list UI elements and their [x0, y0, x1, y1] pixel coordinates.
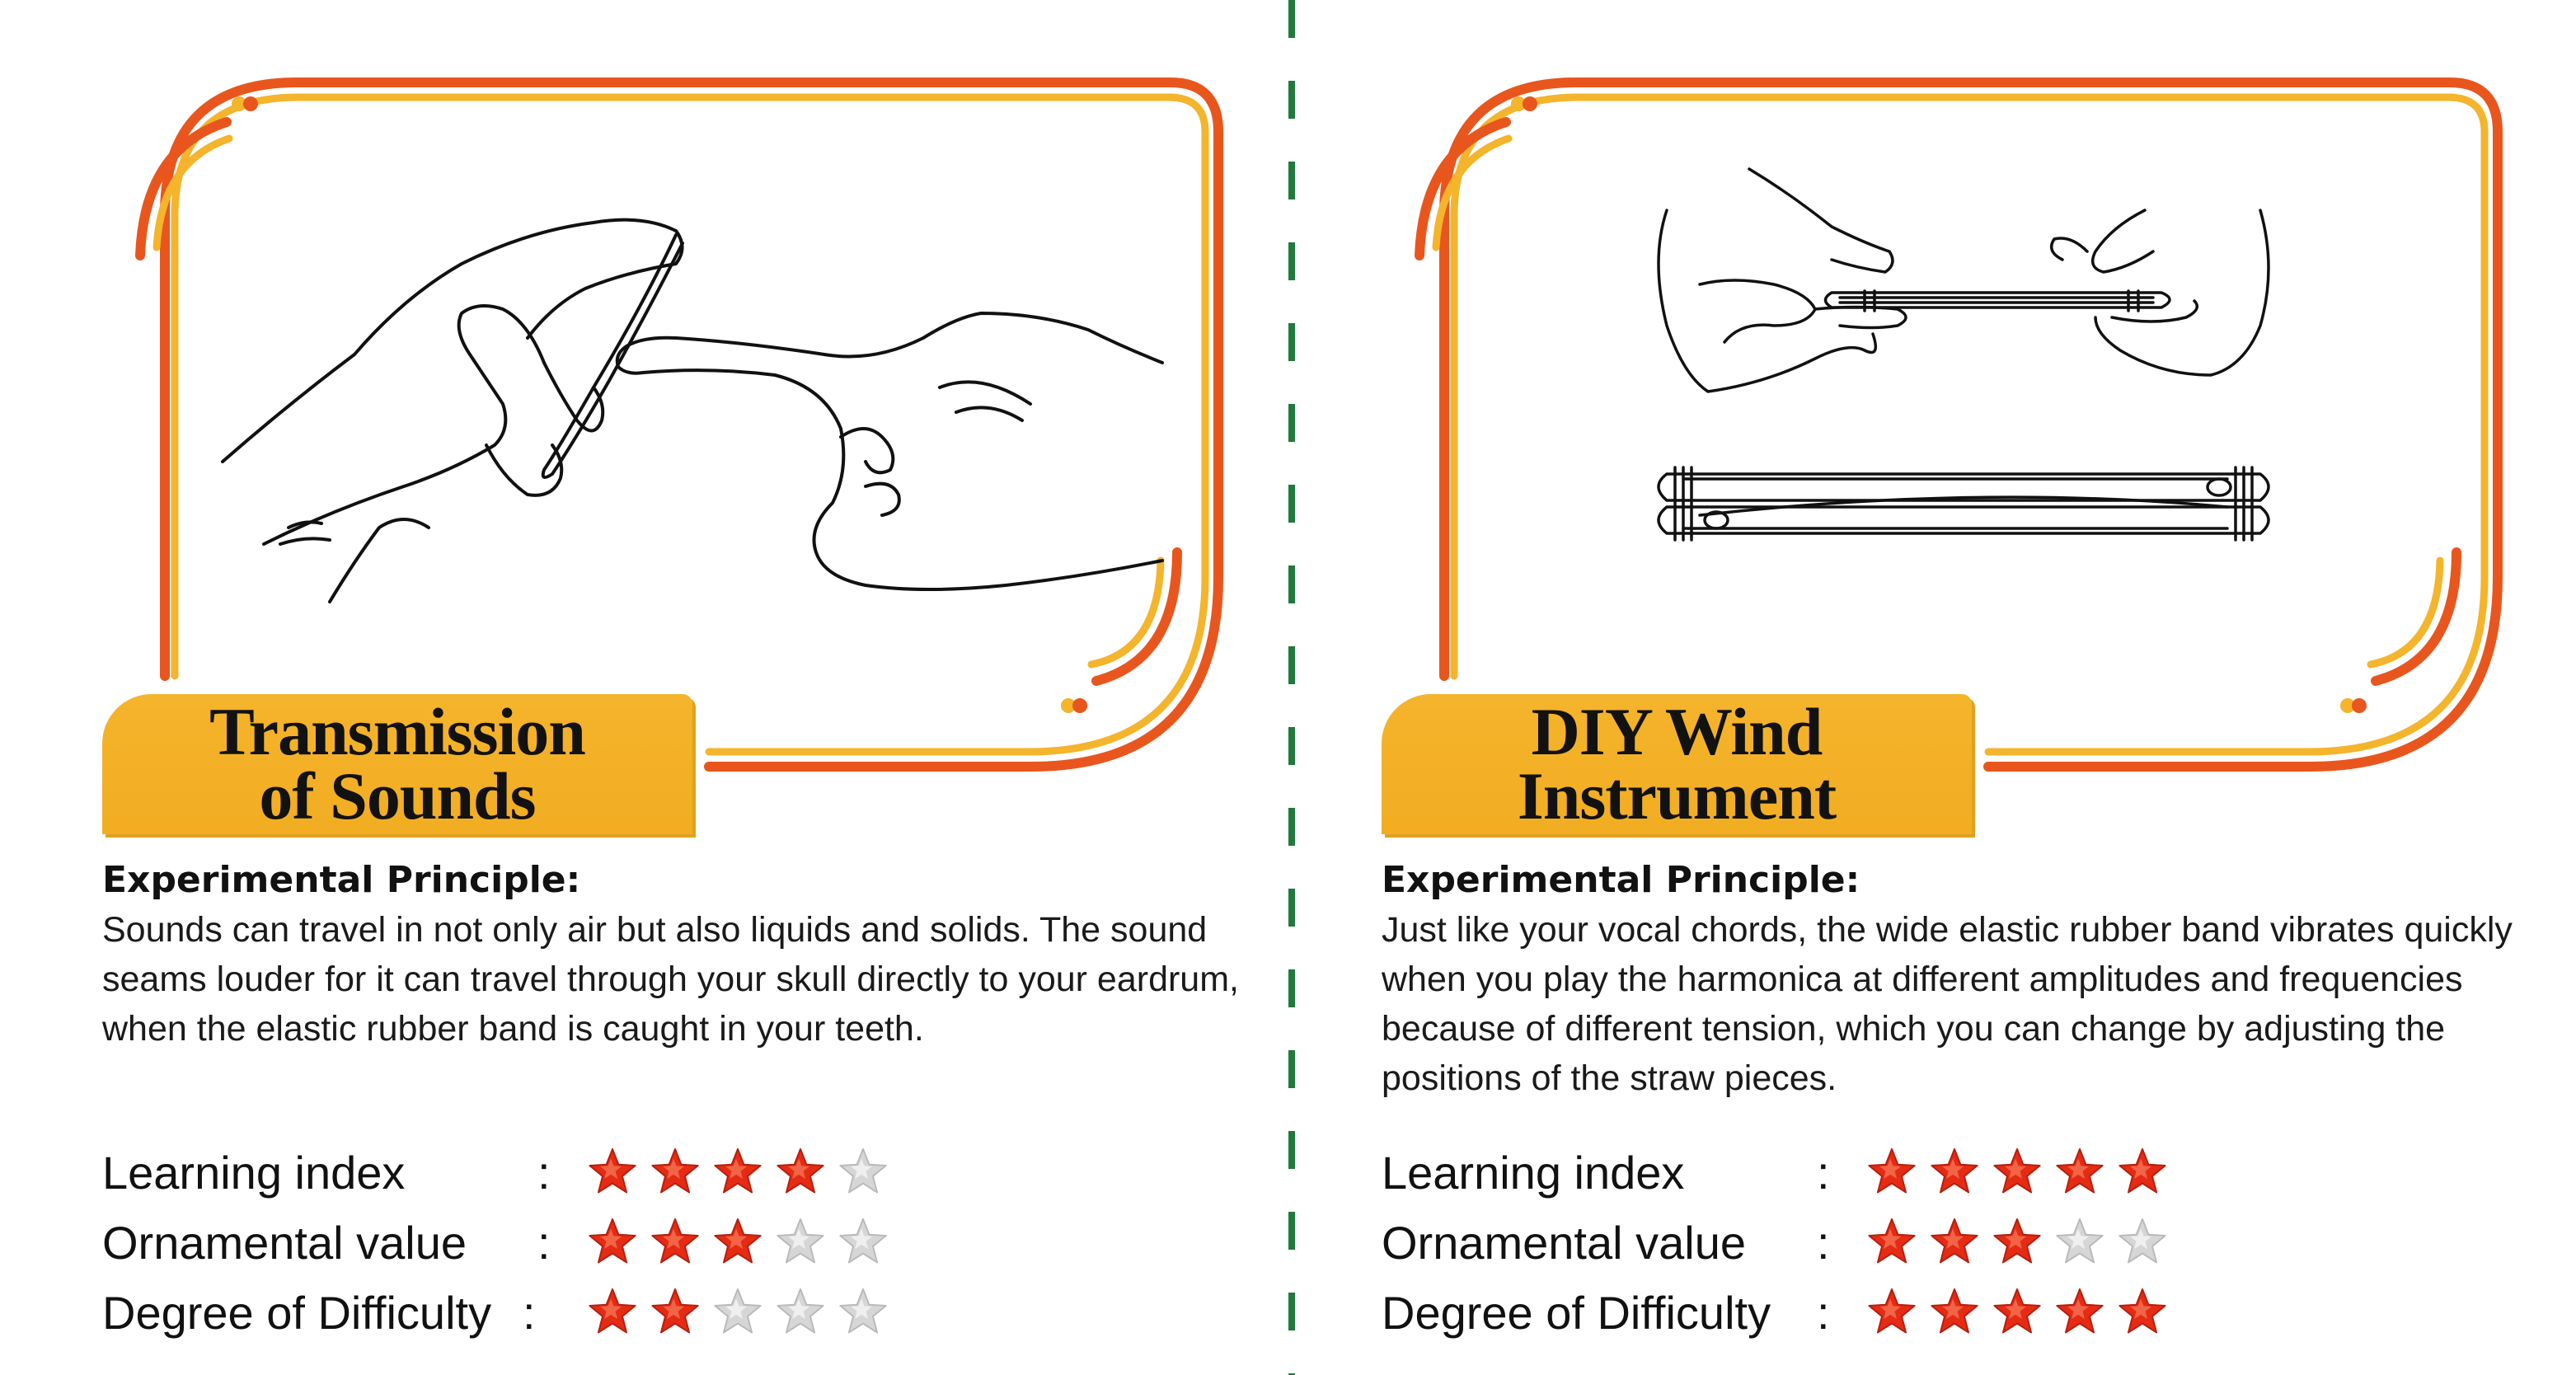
principle-text: Sounds can travel in not only air but al…	[102, 910, 1239, 1049]
ratings-table: Learning index : Ornamental value : Degr…	[102, 1138, 927, 1348]
rating-colon: :	[1817, 1287, 1830, 1339]
star-empty-icon	[2119, 1218, 2166, 1264]
rating-row-ornamental-value: Ornamental value :	[102, 1208, 927, 1278]
experiment-card-transmission: Transmission of Sounds Experimental Prin…	[0, 0, 1274, 1375]
rating-colon: :	[537, 1147, 551, 1199]
star-filled-icon	[1993, 1288, 2041, 1334]
rating-label: Degree of Difficulty	[1382, 1287, 1771, 1339]
star-filled-icon	[2119, 1288, 2166, 1334]
star-empty-icon	[714, 1288, 762, 1334]
star-empty-icon	[2056, 1218, 2104, 1264]
star-filled-icon	[2056, 1288, 2104, 1334]
star-rating	[587, 1286, 889, 1337]
experimental-principle: Experimental Principle: Sounds can trave…	[102, 857, 1240, 1054]
dashed-divider	[1288, 0, 1295, 1375]
rating-colon: :	[523, 1287, 536, 1339]
star-rating	[1866, 1286, 2168, 1337]
rating-row-degree-of-difficulty: Degree of Difficulty :	[102, 1278, 927, 1348]
star-empty-icon	[839, 1288, 887, 1334]
rating-label: Ornamental value	[1382, 1217, 1747, 1269]
star-filled-icon	[651, 1147, 699, 1194]
rubber-band-fingers-icon	[221, 218, 1164, 603]
card-frame	[135, 77, 1223, 772]
star-empty-icon	[839, 1147, 887, 1194]
star-filled-icon	[1868, 1147, 1916, 1194]
rating-label: Learning index	[102, 1147, 406, 1199]
title-banner: DIY Wind Instrument	[1382, 694, 1972, 834]
ratings-table: Learning index : Ornamental value : Degr…	[1382, 1138, 2206, 1348]
experimental-principle: Experimental Principle: Just like your v…	[1382, 857, 2519, 1103]
star-filled-icon	[1931, 1288, 1978, 1334]
experiment-card-wind-instrument: DIY Wind Instrument Experimental Princip…	[1279, 0, 2553, 1375]
star-filled-icon	[589, 1147, 636, 1194]
principle-heading: Experimental Principle:	[102, 859, 581, 901]
star-filled-icon	[2056, 1147, 2104, 1194]
rating-row-degree-of-difficulty: Degree of Difficulty :	[1382, 1278, 2206, 1348]
star-empty-icon	[777, 1218, 824, 1264]
rating-colon: :	[537, 1217, 551, 1269]
star-filled-icon	[714, 1147, 762, 1194]
experiment-title: Transmission of Sounds	[209, 694, 586, 833]
rating-colon: :	[1817, 1217, 1830, 1269]
rating-row-learning-index: Learning index :	[1382, 1138, 2206, 1208]
star-filled-icon	[651, 1288, 699, 1334]
star-filled-icon	[651, 1218, 699, 1264]
star-filled-icon	[589, 1218, 636, 1264]
star-filled-icon	[1931, 1147, 1978, 1194]
rating-row-ornamental-value: Ornamental value :	[1382, 1208, 2206, 1278]
star-filled-icon	[777, 1147, 824, 1194]
rating-colon: :	[1817, 1147, 1830, 1199]
rating-label: Degree of Difficulty	[102, 1287, 492, 1339]
star-filled-icon	[1868, 1218, 1916, 1264]
star-filled-icon	[589, 1288, 636, 1334]
star-filled-icon	[1993, 1218, 2041, 1264]
star-rating	[587, 1146, 889, 1197]
principle-text: Just like your vocal chords, the wide el…	[1382, 910, 2513, 1098]
star-filled-icon	[714, 1218, 762, 1264]
star-filled-icon	[1993, 1147, 2041, 1194]
rating-row-learning-index: Learning index :	[102, 1138, 927, 1208]
star-rating	[1866, 1146, 2168, 1197]
principle-heading: Experimental Principle:	[1382, 859, 1860, 901]
star-rating	[587, 1216, 889, 1267]
experiment-title: DIY Wind Instrument	[1517, 694, 1837, 833]
star-filled-icon	[2119, 1147, 2166, 1194]
star-rating	[1866, 1216, 2168, 1267]
rating-label: Learning index	[1382, 1147, 1685, 1199]
star-empty-icon	[777, 1288, 824, 1334]
star-filled-icon	[1868, 1288, 1916, 1334]
star-filled-icon	[1931, 1218, 1978, 1264]
rating-label: Ornamental value	[102, 1217, 467, 1269]
title-banner: Transmission of Sounds	[102, 694, 692, 834]
card-frame	[1415, 77, 2503, 772]
star-empty-icon	[839, 1218, 887, 1264]
straw-harmonica-icon	[1657, 167, 2270, 542]
